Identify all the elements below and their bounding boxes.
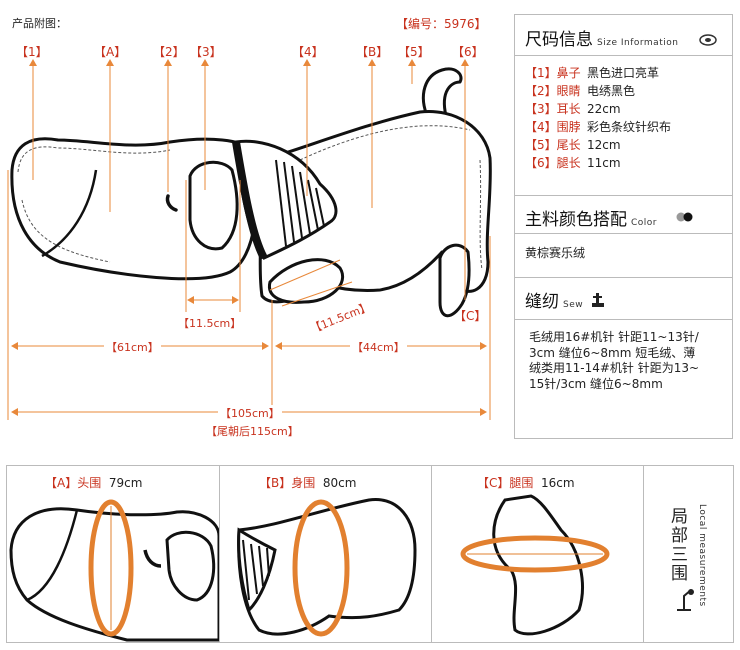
product-code: 【编号：5976】 <box>396 17 487 31</box>
eye-mark <box>165 194 178 212</box>
spec-row-nose: 【1】鼻子黑色进口亮革 <box>525 66 660 80</box>
head-length-label: 【61cm】 <box>104 339 161 355</box>
head-girth: 【A】头围 79cm <box>45 476 143 490</box>
body-length-label: 【44cm】 <box>350 339 407 355</box>
marker-3: 【3】 <box>190 45 222 59</box>
local-measurements-panel: 【A】头围 79cm 【B】身围 80cm 【C】腿围 16cm 局部三围 Lo… <box>6 465 734 643</box>
marker-5: 【5】 <box>398 45 430 59</box>
collar-shape <box>232 139 338 260</box>
body-closeup <box>237 498 417 637</box>
sewing-machine-icon <box>592 293 604 307</box>
tail-shape <box>422 67 463 120</box>
head-closeup <box>9 499 219 642</box>
sew-instructions: 毛绒用16#机针 针距11~13针/ 3cm 缝位6~8mm 短毛绒、薄 绒类用… <box>529 330 700 391</box>
color-value: 黄棕赛乐绒 <box>525 246 586 260</box>
leg-girth: 【C】腿围 16cm <box>477 476 575 490</box>
tape-measure-icon <box>699 34 717 46</box>
marker-2: 【2】 <box>153 45 185 59</box>
marker-1: 【1】 <box>16 45 48 59</box>
lamp-icon <box>677 589 694 611</box>
leg-shape <box>438 243 471 318</box>
marker-6: 【6】 <box>452 45 484 59</box>
spec-row-eyes: 【2】眼睛电绣黑色 <box>525 84 636 98</box>
figure-label: 产品附图： <box>12 17 67 30</box>
spec-row-collar: 【4】围脖彩色条纹针织布 <box>525 120 672 134</box>
product-diagram <box>7 59 492 420</box>
color-swatch-icon <box>676 212 693 222</box>
tail-length-label: 【尾朝后115cm】 <box>206 425 299 438</box>
ear-length-label: 【11.5cm】 <box>178 317 242 330</box>
marker-4: 【4】 <box>292 45 324 59</box>
local-title: 局部三围 <box>671 507 688 584</box>
total-length-label: 【105cm】 <box>218 405 282 421</box>
leg-closeup <box>460 494 610 636</box>
local-subtitle: Local measurements <box>697 504 707 607</box>
marker-a: 【A】 <box>94 45 127 59</box>
marker-c: 【C】 <box>454 309 487 323</box>
marker-b: 【B】 <box>356 45 389 59</box>
ear-shape <box>188 160 239 251</box>
body-girth: 【B】身围 80cm <box>259 476 357 490</box>
